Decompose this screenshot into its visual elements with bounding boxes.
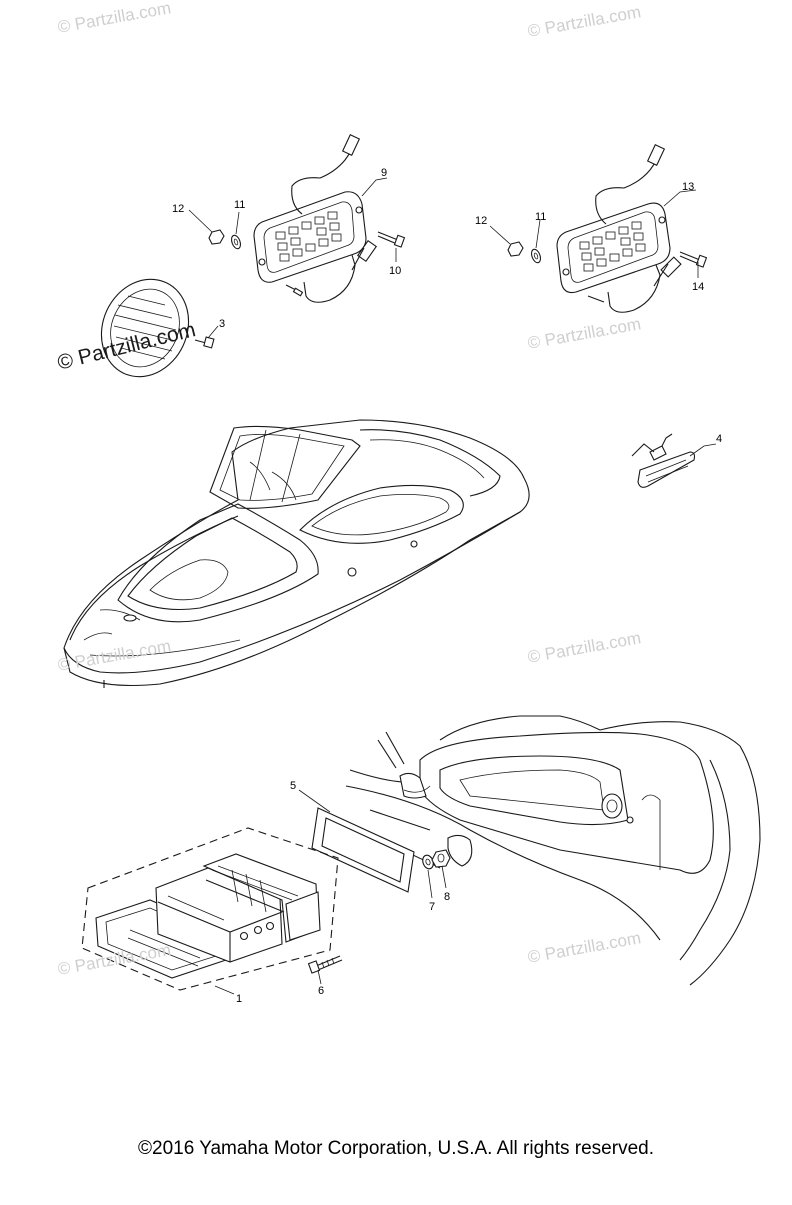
callout-11-left: 11 <box>234 199 245 211</box>
washer-11-left <box>230 234 242 250</box>
bolt-10 <box>377 231 406 248</box>
bolt-14 <box>679 251 708 268</box>
callout-12-left: 12 <box>172 203 184 215</box>
callout-13: 13 <box>682 181 694 193</box>
callout-6: 6 <box>318 985 324 997</box>
callout-1: 1 <box>236 993 242 1005</box>
screw-6 <box>307 955 343 974</box>
callout-14: 14 <box>692 281 704 293</box>
copyright-footer: ©2016 Yamaha Motor Corporation, U.S.A. A… <box>138 1138 654 1159</box>
callout-9: 9 <box>381 167 387 179</box>
callout-labels: 9 10 11 12 3 13 14 11 12 4 5 7 8 1 6 <box>172 167 722 1005</box>
boat-illustration <box>63 419 530 688</box>
washer-7 <box>422 854 434 870</box>
callout-11-right: 11 <box>535 211 546 223</box>
bezel-frame-5 <box>311 807 415 893</box>
callout-8: 8 <box>444 891 450 903</box>
nut-12-right <box>507 241 524 257</box>
remote-control-panel-right <box>556 143 682 313</box>
nut-12-left <box>208 229 225 245</box>
callout-10: 10 <box>389 265 401 277</box>
callout-12-right: 12 <box>475 215 487 227</box>
callout-leaders <box>188 177 717 995</box>
washer-11-right <box>530 248 542 264</box>
callout-4: 4 <box>716 433 722 445</box>
callout-5: 5 <box>290 780 296 792</box>
callout-7: 7 <box>429 901 435 913</box>
nut-8 <box>431 849 451 868</box>
speaker-grille-3 <box>100 278 215 378</box>
stereo-unit-1 <box>81 827 339 991</box>
callout-3: 3 <box>219 318 225 330</box>
remote-control-panel-left <box>253 133 378 303</box>
dashboard-cutaway <box>345 715 761 986</box>
module-4 <box>631 433 696 488</box>
